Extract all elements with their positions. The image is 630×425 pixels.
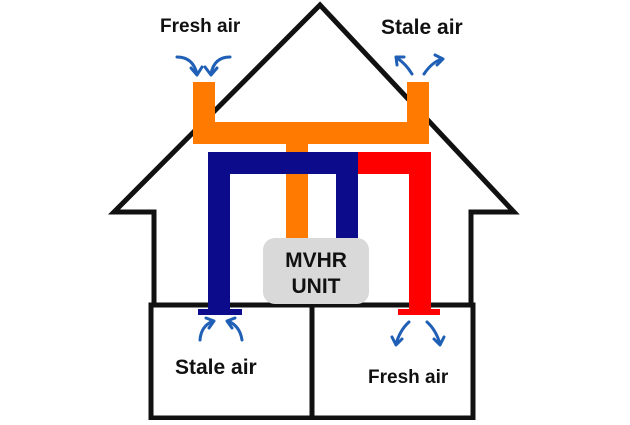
fresh-air-top-label: Fresh air xyxy=(160,16,241,37)
fresh-air-bottom-label: Fresh air xyxy=(368,367,449,388)
stale-air-top-label: Stale air xyxy=(381,16,463,39)
mvhr-unit-line2: UNIT xyxy=(292,275,341,298)
airflow-arrow-icon xyxy=(390,320,446,347)
orange-duct-horizontal xyxy=(193,122,429,144)
house-outline xyxy=(107,1,520,421)
airflow-arrow-icon xyxy=(175,55,232,77)
airflow-arrow-icon xyxy=(394,53,445,76)
navy-duct xyxy=(198,152,358,315)
navy-duct-right xyxy=(336,152,358,242)
mvhr-unit-line1: MVHR xyxy=(285,249,347,272)
navy-duct-top xyxy=(208,152,358,174)
red-duct-down xyxy=(409,152,431,312)
navy-duct-left xyxy=(208,152,230,312)
navy-vent xyxy=(198,309,242,315)
red-duct xyxy=(358,152,440,315)
roof-outline xyxy=(107,1,520,305)
stale-air-bottom-label: Stale air xyxy=(175,356,257,379)
red-vent xyxy=(398,309,440,315)
airflow-arrows xyxy=(175,53,446,347)
mvhr-unit-box xyxy=(263,238,369,304)
airflow-arrow-icon xyxy=(198,316,244,342)
mvhr-unit: MVHR UNIT xyxy=(263,238,369,304)
